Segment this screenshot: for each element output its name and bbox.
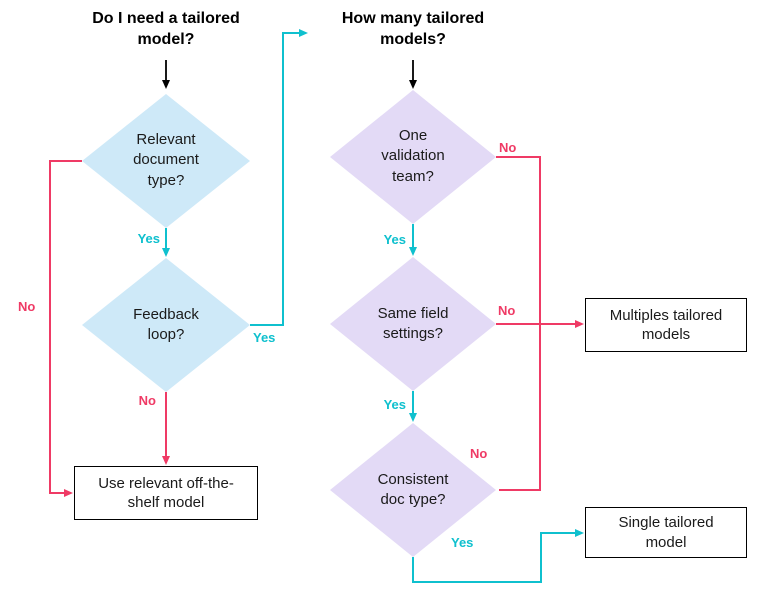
label-no-consistent-doc: No: [470, 446, 488, 461]
label-yes-consistent-doc: Yes: [451, 535, 474, 550]
edge-yes-doctype-to-single: [412, 529, 584, 583]
question-one-validation-team: One validation team?: [381, 127, 445, 185]
result-single-tailored-model: Single tailored model: [585, 507, 747, 558]
question-relevant-doc-type: Relevant document type?: [133, 131, 199, 189]
question-consistent-doc-type: Consistent doc type?: [377, 471, 449, 509]
result-multiple-tailored-models: Multiples tailored models: [585, 298, 747, 352]
label-yes-validation-team: Yes: [383, 232, 406, 247]
label-yes-field-settings: Yes: [383, 397, 406, 412]
label-no-field-settings: No: [498, 303, 516, 318]
right-chart-title: How many tailored models?: [341, 10, 485, 49]
diamond-feedback-loop: [82, 258, 250, 392]
left-chart-title: Do I need a tailored model?: [92, 10, 240, 49]
diamond-same-field-settings: [330, 257, 496, 391]
edge-yes-feedback-to-right-title: [250, 29, 308, 326]
label-no-feedback-loop: No: [138, 393, 156, 408]
edge-no-relevant-doc-to-offshelf: [49, 160, 82, 497]
diamond-one-validation-team: [330, 90, 496, 224]
label-no-relevant-doc: No: [18, 299, 36, 314]
label-no-validation-team: No: [499, 140, 517, 155]
result-off-the-shelf-model: Use relevant off-the- shelf model: [74, 466, 258, 520]
diamond-relevant-doc-type: [82, 94, 250, 228]
question-feedback-loop: Feedback loop?: [133, 306, 199, 344]
question-same-field-settings: Same field settings?: [377, 305, 449, 343]
label-yes-relevant-doc: Yes: [137, 231, 160, 246]
label-yes-feedback-loop: Yes: [253, 330, 276, 345]
diamond-consistent-doc-type: [330, 423, 496, 557]
